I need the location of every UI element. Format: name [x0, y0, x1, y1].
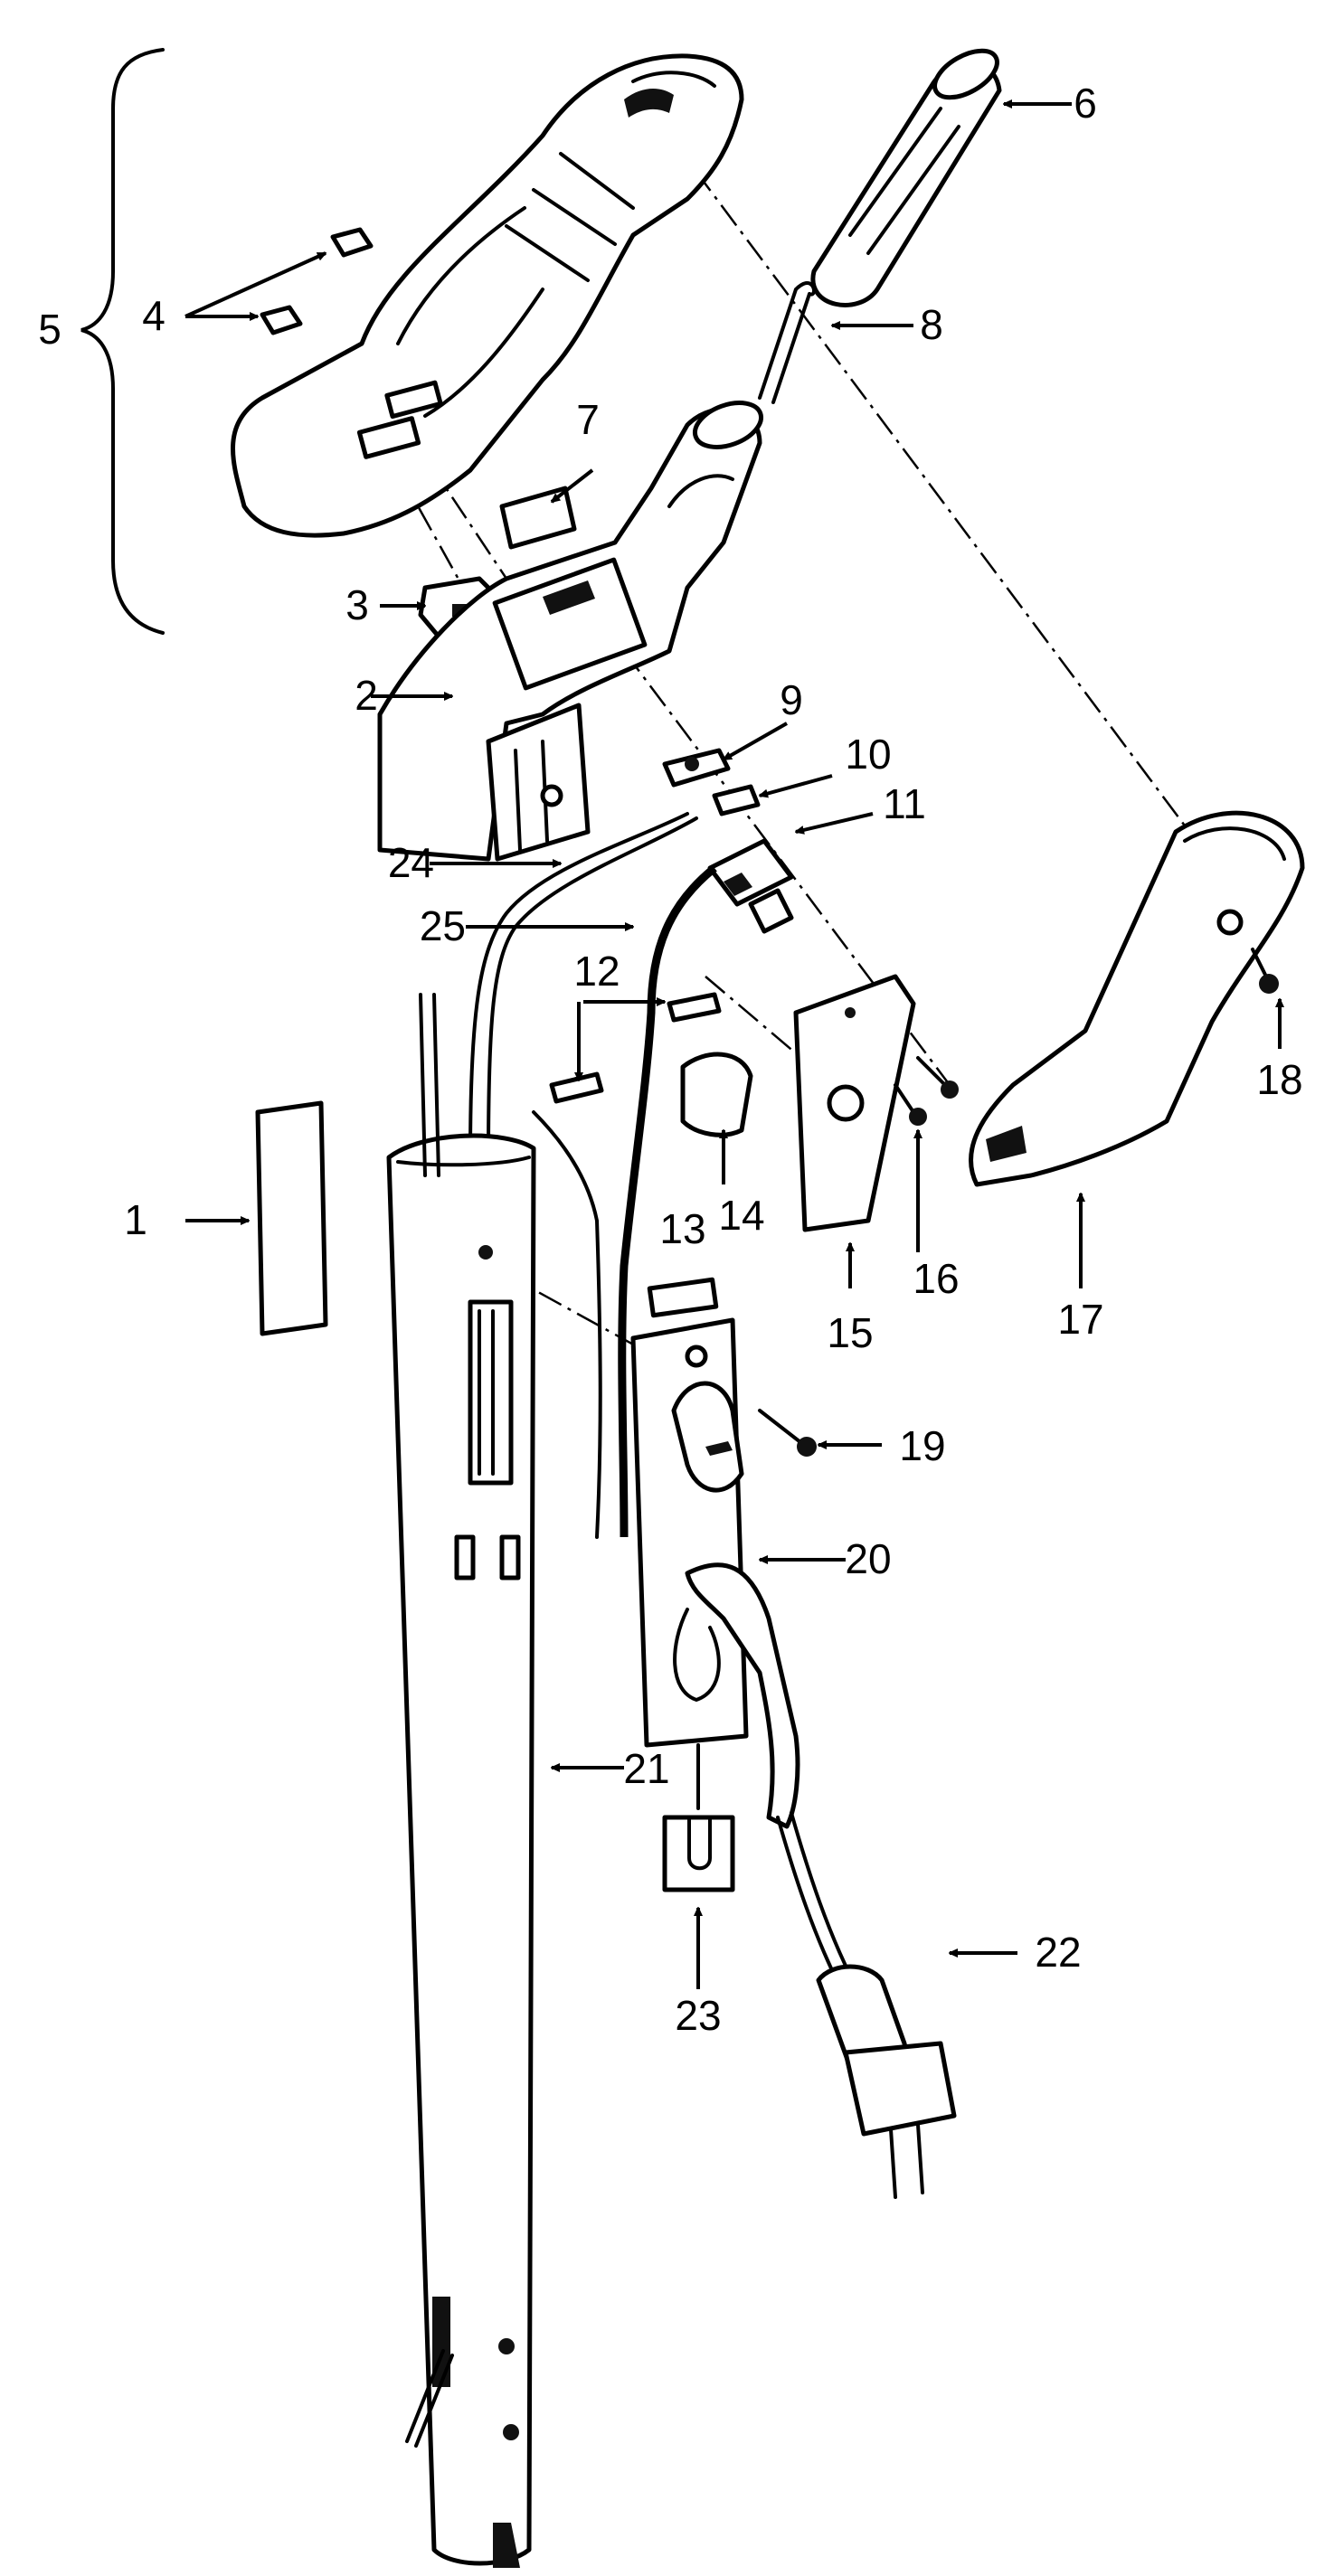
part-21-handle-tube: [386, 993, 536, 2568]
callout-16: 16: [913, 1255, 959, 1302]
callout-3: 3: [345, 581, 369, 628]
callout-leaders: [184, 104, 1280, 1989]
part-14-insulator: [680, 1052, 753, 1137]
callout-13: 13: [659, 1205, 705, 1252]
callout-22: 22: [1035, 1929, 1081, 1976]
callout-15: 15: [827, 1309, 873, 1356]
callout-labels: 1 2 3 4 5 6 7 8 9 10 11 12 13 14 15 16 1…: [38, 80, 1302, 2039]
callout-5: 5: [38, 306, 61, 353]
callout-20: 20: [845, 1535, 891, 1582]
callout-6: 6: [1074, 80, 1097, 127]
wire-harness: [468, 812, 717, 1539]
part-17-rear-cover: [969, 810, 1305, 1187]
part-2-handle-body: [377, 401, 763, 862]
callout-12: 12: [573, 948, 620, 995]
part-15-plate: [793, 974, 916, 1232]
callout-10: 10: [845, 731, 891, 778]
callout-8: 8: [920, 301, 943, 348]
part-7-switch-cover: [499, 486, 577, 550]
callout-21: 21: [623, 1745, 669, 1792]
callout-23: 23: [675, 1992, 721, 2039]
callout-14: 14: [718, 1192, 764, 1239]
part-11-connector: [707, 838, 794, 934]
part-6-grip-sleeve: [810, 48, 1002, 307]
callout-25: 25: [420, 902, 466, 949]
callout-24: 24: [388, 839, 434, 886]
callout-7: 7: [576, 396, 600, 443]
part-16-screws: [894, 1056, 959, 1126]
part-10-terminal: [712, 784, 761, 816]
part-20-cord-bracket: [630, 1317, 749, 1748]
callout-17: 17: [1057, 1296, 1103, 1343]
callout-18: 18: [1256, 1056, 1302, 1103]
callout-11: 11: [883, 780, 926, 827]
callout-9: 9: [780, 676, 803, 723]
part-4-studs: [260, 227, 374, 335]
callout-19: 19: [899, 1422, 945, 1469]
part-1-label: [255, 1100, 328, 1336]
part-5-handle-grip: [231, 53, 744, 538]
part-19-screw: [758, 1409, 817, 1457]
callout-1: 1: [124, 1196, 147, 1243]
callout-2: 2: [355, 672, 378, 719]
callout-4: 4: [142, 292, 166, 339]
part-13-label: [647, 1277, 719, 1318]
part-22-cord-plug: [685, 1562, 957, 2199]
part-23-shim: [662, 1743, 735, 1892]
part-18-screw: [1251, 948, 1279, 994]
part-8-pin: [758, 281, 816, 404]
part-9-switch: [662, 748, 731, 788]
part-12-terminals: [549, 992, 722, 1104]
group-5-brace: [80, 48, 165, 635]
